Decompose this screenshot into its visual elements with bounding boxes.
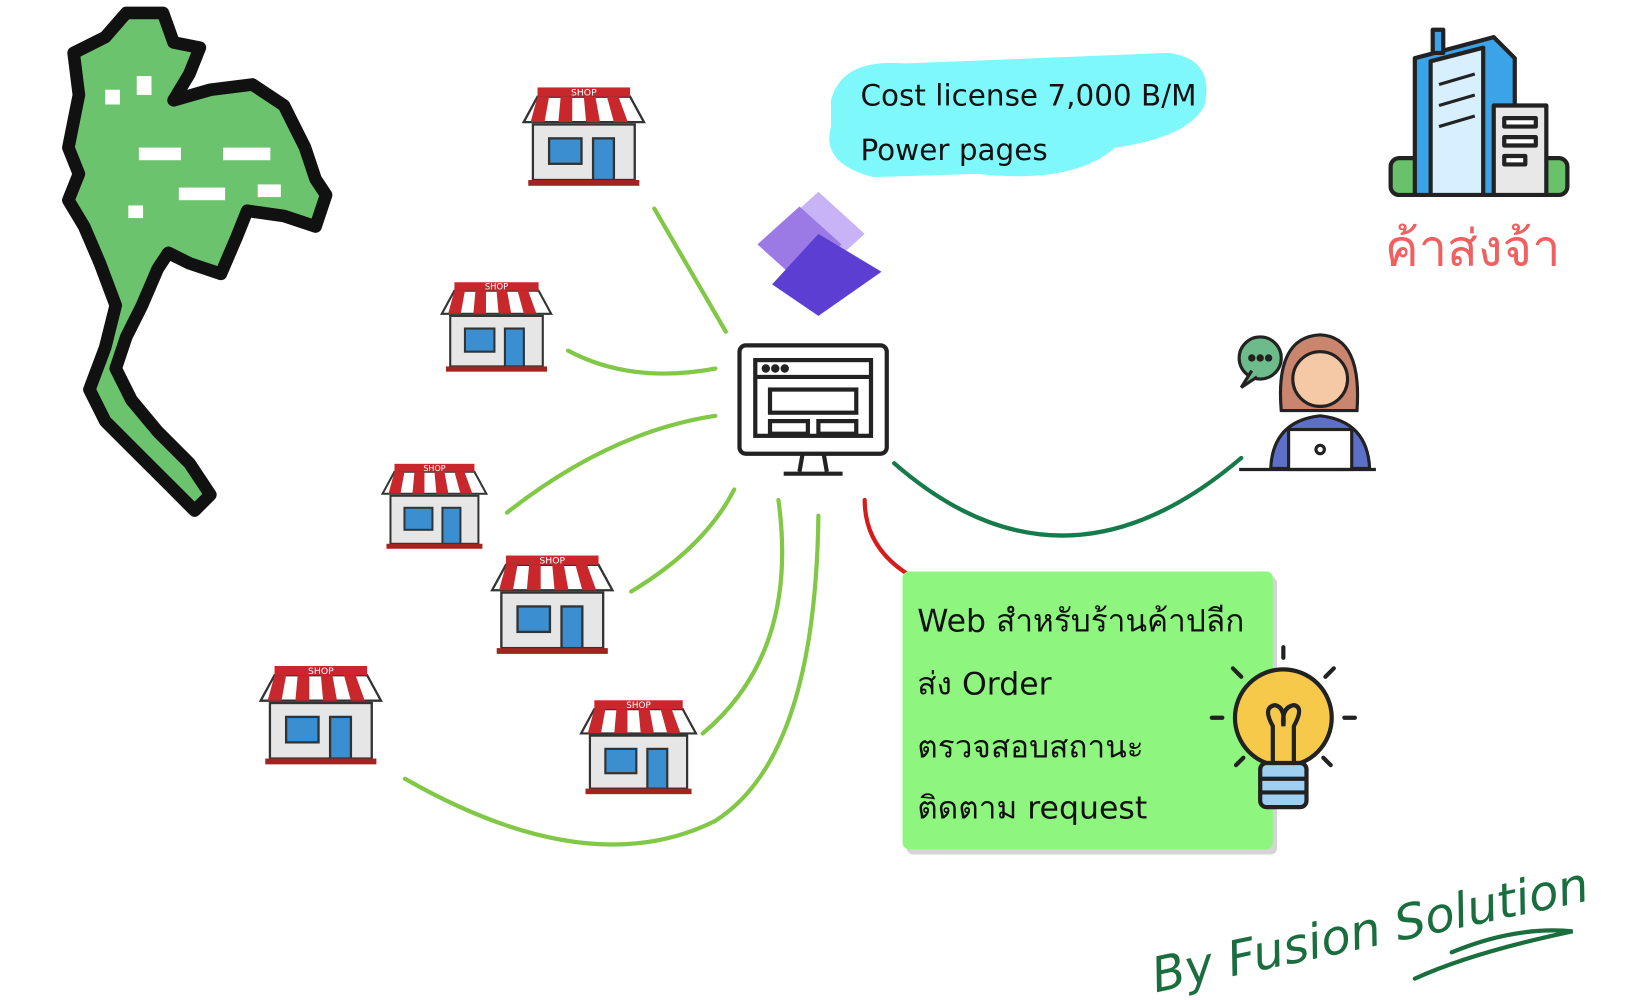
shop-icon: SHOP xyxy=(490,554,614,656)
connector-shop-4 xyxy=(629,487,737,594)
svg-text:SHOP: SHOP xyxy=(539,556,565,567)
svg-text:SHOP: SHOP xyxy=(571,88,597,99)
support-agent-icon xyxy=(1237,333,1376,472)
svg-text:SHOP: SHOP xyxy=(485,282,508,292)
connector-shop-1 xyxy=(652,206,728,334)
wholesaler-label: ค้าส่งจ้า xyxy=(1385,218,1561,277)
connector-shop-6 xyxy=(700,497,785,736)
web-monitor-icon xyxy=(737,343,889,476)
svg-text:SHOP: SHOP xyxy=(626,701,651,711)
connector-shop-3 xyxy=(504,413,718,515)
feature-line: ส่ง Order xyxy=(917,667,1051,703)
feature-line: ติดตาม request xyxy=(917,791,1147,827)
license-product-text: Power pages xyxy=(860,133,1047,167)
shop-icon: SHOP xyxy=(440,281,553,373)
shop-icon: SHOP xyxy=(381,462,488,550)
lightbulb-icon xyxy=(1209,645,1357,810)
power-pages-logo-icon xyxy=(757,191,882,316)
license-cost-text: Cost license 7,000 B/M xyxy=(860,79,1196,113)
connector-shop-5 xyxy=(402,513,821,847)
svg-text:SHOP: SHOP xyxy=(423,464,445,473)
svg-text:By Fusion Solution: By Fusion Solution xyxy=(1147,857,1594,1000)
shop-icon: SHOP xyxy=(522,86,646,187)
thailand-map-icon xyxy=(62,6,333,517)
connector-shop-2 xyxy=(565,348,718,376)
feature-line: ตรวจสอบสถานะ xyxy=(917,730,1143,766)
license-note: Cost license 7,000 B/M Power pages xyxy=(829,52,1207,178)
feature-line: Web สำหรับร้านค้าปลีก xyxy=(917,603,1244,639)
shop-icon: SHOP xyxy=(259,664,383,766)
office-building-icon xyxy=(1388,27,1570,198)
shop-icon: SHOP xyxy=(579,699,698,796)
svg-text:SHOP: SHOP xyxy=(308,666,334,677)
feature-note: Web สำหรับร้านค้าปลีก ส่ง Order ตรวจสอบส… xyxy=(902,571,1278,855)
connector-agent xyxy=(892,455,1244,538)
signature: By Fusion Solution xyxy=(1147,857,1594,1000)
